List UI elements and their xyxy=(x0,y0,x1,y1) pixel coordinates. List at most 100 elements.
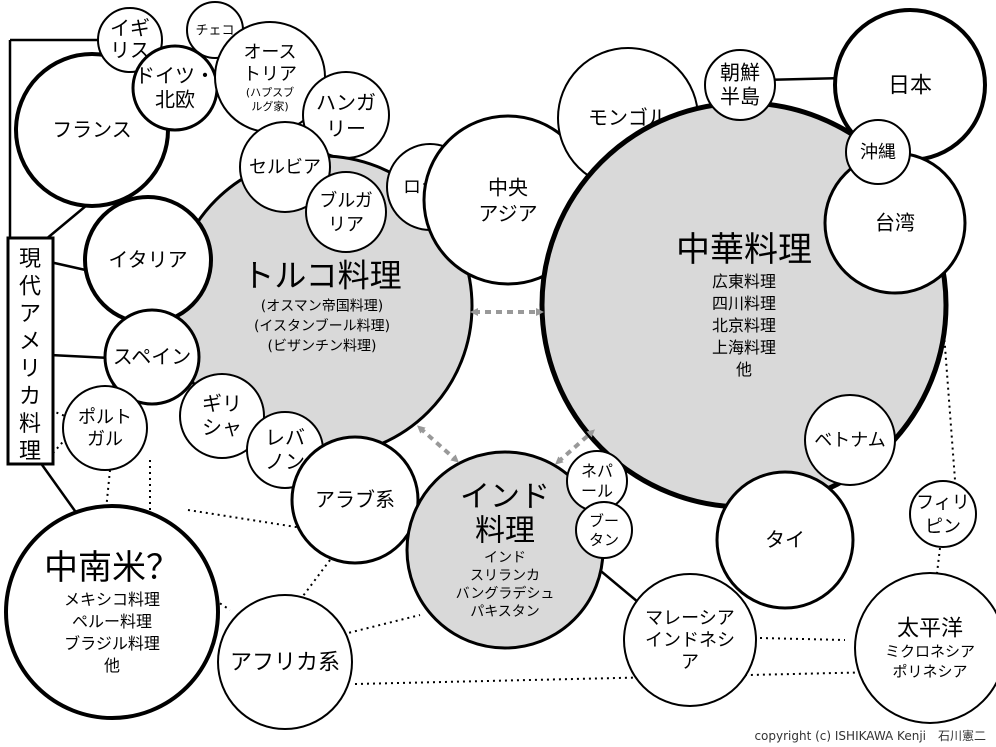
label-austria-2: (ハプスブ xyxy=(246,85,294,99)
circle-pacific xyxy=(854,572,996,724)
label-latam-2: ペルー料理 xyxy=(72,612,152,631)
label-greece-1: シャ xyxy=(202,416,242,440)
node-turkish: トルコ料理(オスマン帝国料理)(イスタンブール料理)(ビザンチン料理) xyxy=(170,154,474,458)
label-indian-4: バングラデシュ xyxy=(456,585,555,602)
label-greece-0: ギリ xyxy=(202,392,242,416)
label-indian-2: インド xyxy=(484,550,526,566)
copyright-text: copyright (c) ISHIKAWA Kenji 石川憲二 xyxy=(754,728,986,743)
circle-arab xyxy=(290,435,420,565)
label-thailand-0: タイ xyxy=(765,528,805,552)
dotted-connectors xyxy=(44,279,956,685)
node-france: フランス xyxy=(14,52,170,208)
circle-greece xyxy=(179,373,265,459)
label-chinese-4: 上海料理 xyxy=(712,338,776,357)
label-bhutan-1: タン xyxy=(589,531,619,549)
label-germany-1: 北欧 xyxy=(155,88,195,112)
node-spain: スペイン xyxy=(103,308,201,406)
label-pacific-0: 太平洋 xyxy=(897,616,963,641)
label-chinese-1: 広東料理 xyxy=(712,272,776,291)
circle-serbia xyxy=(239,121,331,213)
label-africa-0: アフリカ系 xyxy=(230,650,340,675)
node-vietnam: ベトナム xyxy=(804,394,896,486)
label-nepal-0: ネパ xyxy=(581,462,613,481)
label-bulgaria-1: リア xyxy=(328,215,364,236)
label-serbia-0: セルビア xyxy=(249,157,321,178)
label-turkish-0: トルコ料理 xyxy=(242,257,401,295)
label-philippines-0: フィリ xyxy=(916,493,970,514)
node-serbia: セルビア xyxy=(239,121,331,213)
label-bhutan-0: ブー xyxy=(589,512,619,530)
label-philippines-1: ピン xyxy=(925,517,961,538)
label-latam-3: ブラジル料理 xyxy=(64,634,160,653)
label-pacific-2: ポリネシア xyxy=(892,663,967,681)
label-uk-1: リス xyxy=(110,38,150,62)
label-latam-4: 他 xyxy=(104,656,120,675)
label-indian-1: 料理 xyxy=(475,514,535,549)
label-hungary-0: ハンガ xyxy=(316,90,376,114)
circle-africa xyxy=(217,594,353,730)
arrow-indian-chinese xyxy=(555,429,595,465)
label-korea-0: 朝鮮 xyxy=(720,61,760,85)
relation-arrows xyxy=(417,308,595,465)
label-bulgaria-0: ブルガ xyxy=(319,190,372,212)
label-malaysia-2: ア xyxy=(681,652,699,673)
label-hungary-1: リー xyxy=(326,116,366,140)
circle-spain xyxy=(103,308,201,406)
circle-portugal xyxy=(62,385,148,471)
circle-latam xyxy=(4,504,220,720)
circle-bulgaria xyxy=(305,171,387,253)
label-latam-0: 中南米？ xyxy=(44,548,180,588)
node-germany: ドイツ・北欧 xyxy=(131,44,219,132)
label-spain-0: スペイン xyxy=(113,345,192,369)
label-france-0: フランス xyxy=(52,118,132,142)
label-nepal-1: ール xyxy=(581,482,613,501)
modern-america-label: 現代アメリカ料理 xyxy=(19,247,41,465)
label-portugal-1: ガル xyxy=(87,429,123,450)
circle-vietnam xyxy=(804,394,896,486)
label-turkish-1: (オスマン帝国料理) xyxy=(261,299,384,315)
label-indian-0: インド xyxy=(460,480,550,515)
label-lebanon-0: レバ xyxy=(265,426,305,450)
label-austria-1: トリア xyxy=(243,64,297,85)
node-okinawa: 沖縄 xyxy=(845,119,911,185)
label-central-asia-1: アジア xyxy=(478,201,537,225)
label-portugal-0: ポルト xyxy=(78,407,132,428)
label-central-asia-0: 中央 xyxy=(488,175,528,199)
label-indian-3: スリランカ xyxy=(470,568,540,584)
label-turkish-3: (ビザンチン料理) xyxy=(268,339,377,355)
label-taiwan-0: 台湾 xyxy=(875,211,915,235)
label-japan-0: 日本 xyxy=(888,73,932,98)
label-uk-0: イギ xyxy=(110,16,150,40)
circle-bhutan xyxy=(575,501,633,559)
label-malaysia-1: インドネシ xyxy=(645,630,735,651)
label-korea-1: 半島 xyxy=(720,85,760,109)
label-austria-3: ルグ家) xyxy=(251,99,288,113)
node-layer: 中南米？メキシコ料理ペルー料理ブラジル料理他アフリカ系フランスイギリスチェコドイ… xyxy=(4,1,996,730)
label-austria-0: オース xyxy=(243,42,296,63)
label-germany-0: ドイツ・ xyxy=(135,64,215,88)
circle-korea xyxy=(704,49,776,121)
label-okinawa-0: 沖縄 xyxy=(860,142,896,163)
node-africa: アフリカ系 xyxy=(217,594,353,730)
node-italy: イタリア xyxy=(83,195,213,325)
label-pacific-1: ミクロネシア xyxy=(885,643,975,661)
circle-malaysia xyxy=(623,573,757,707)
label-chinese-0: 中華料理 xyxy=(676,230,812,270)
node-thailand: タイ xyxy=(715,470,855,610)
modern-america-box xyxy=(6,236,55,466)
label-malaysia-0: マレーシア xyxy=(645,608,735,629)
